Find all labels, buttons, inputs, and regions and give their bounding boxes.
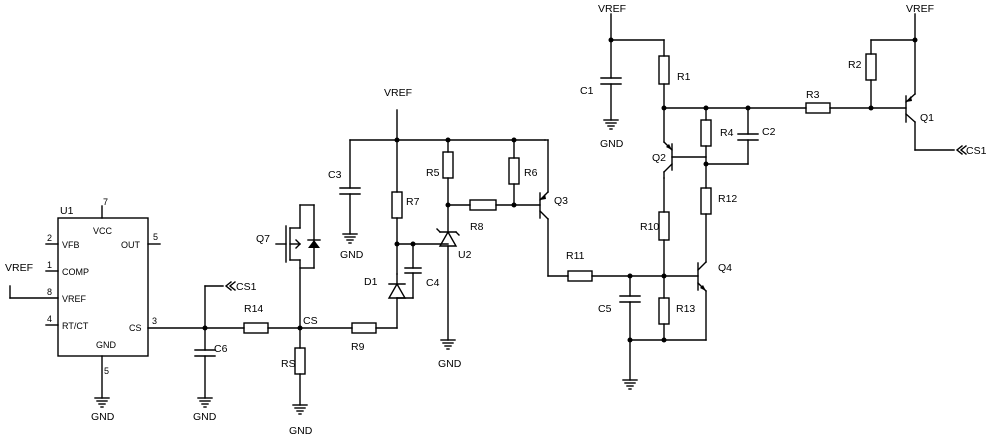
u1-pin-gnd: GND: [96, 340, 117, 350]
capacitor-c5: C5: [598, 275, 641, 381]
label-r14: R14: [244, 303, 263, 315]
resistor-r11: R11: [566, 250, 593, 282]
cs1-output-right: CS1: [955, 145, 987, 157]
resistor-rs: RS: [281, 327, 306, 406]
capacitor-c6: C6: [194, 327, 228, 399]
net-vref-top-right: VREF: [598, 3, 626, 15]
resistor-r9: R9: [351, 322, 377, 353]
label-r4: R4: [720, 127, 734, 139]
label-rs: RS: [281, 358, 296, 370]
ground-symbol-c1: GND: [600, 119, 624, 150]
capacitor-c4: C4: [396, 243, 440, 299]
transistor-q2: Q2: [652, 107, 707, 179]
label-r8: R8: [470, 221, 484, 233]
label-r2: R2: [848, 59, 862, 71]
label-q2: Q2: [652, 152, 666, 164]
label-r3: R3: [806, 89, 820, 101]
resistor-r6: R6: [508, 139, 538, 206]
u1-pin-rtct: RT/CT: [62, 321, 89, 331]
resistor-r14: R14: [243, 303, 269, 334]
label-q4: Q4: [718, 262, 732, 274]
resistor-r8: R8: [469, 199, 497, 233]
label-u2: U2: [458, 249, 472, 261]
u1-pin-out-number: 5: [153, 232, 158, 242]
label-r11: R11: [566, 250, 585, 262]
u1-pin-cs: CS: [129, 323, 142, 333]
label-r9: R9: [351, 341, 365, 353]
resistor-r1: R1: [658, 39, 691, 109]
resistor-r2: R2: [848, 39, 877, 109]
u1-pin-vref-number: 8: [47, 287, 52, 297]
label-c5: C5: [598, 303, 612, 315]
u1-pin-rtct-number: 4: [47, 314, 52, 324]
ground-symbol-c6: GND: [193, 397, 217, 423]
capacitor-c1: C1: [580, 39, 622, 121]
u1-pin-vref: VREF: [62, 294, 87, 304]
resistor-r3: R3: [805, 89, 831, 114]
ground-symbol-rs: GND: [289, 404, 313, 437]
label-c1: C1: [580, 85, 594, 97]
ground-label-u2: GND: [438, 358, 462, 370]
resistor-r13: R13: [658, 275, 695, 341]
ground-symbol-c5: [622, 379, 638, 390]
transistor-q3: Q3: [539, 139, 568, 277]
label-r6: R6: [524, 167, 538, 179]
u1-pin-comp-number: 1: [47, 260, 52, 270]
transistor-q1: Q1: [905, 39, 934, 151]
ground-label-c1: GND: [600, 138, 624, 150]
resistor-r12: R12: [700, 163, 737, 215]
u1-pin-vcc-number: 7: [103, 197, 108, 207]
ground-label-u1: GND: [91, 411, 115, 423]
u1-pin-vfb-number: 2: [47, 233, 52, 243]
resistor-r5: R5: [426, 139, 454, 233]
label-q3: Q3: [554, 195, 568, 207]
resistor-r7: R7: [391, 139, 420, 245]
u1-pin-vcc: VCC: [93, 226, 113, 236]
net-cs-node: CS: [303, 315, 318, 327]
u1-label: U1: [60, 205, 74, 217]
label-r10: R10: [640, 221, 659, 233]
label-c6: C6: [214, 343, 228, 355]
u1-pin-vfb: VFB: [62, 240, 80, 250]
label-c3: C3: [328, 169, 342, 181]
label-r7: R7: [406, 196, 420, 208]
ground-label-c3: GND: [340, 249, 364, 261]
net-vref-top: VREF: [384, 87, 412, 99]
label-c4: C4: [426, 277, 440, 289]
label-r1: R1: [677, 71, 691, 83]
shunt-regulator-u2: U2: [436, 228, 472, 341]
u1-controller-ic: U1 7 VCC 2 VFB 5 OUT 1 COMP 8 VREF VREF …: [5, 197, 206, 399]
ground-label-rs: GND: [289, 425, 313, 437]
ground-symbol-u2: GND: [438, 339, 462, 370]
label-q1: Q1: [920, 112, 934, 124]
u1-pin-cs-number: 3: [152, 316, 157, 326]
net-cs1-left: CS1: [236, 281, 257, 293]
label-r12: R12: [718, 193, 737, 205]
resistor-r10: R10: [640, 177, 670, 277]
ground-label-c6: GND: [193, 411, 217, 423]
diode-d1: D1: [364, 243, 407, 299]
u1-pin-gnd-number: 5: [104, 366, 109, 376]
label-d1: D1: [364, 276, 378, 288]
u1-pin-comp: COMP: [62, 267, 89, 277]
net-cs1-right: CS1: [966, 145, 987, 157]
label-q7: Q7: [256, 233, 270, 245]
resistor-r4: R4: [700, 107, 734, 165]
label-r13: R13: [676, 303, 695, 315]
net-vref-r2: VREF: [906, 3, 934, 15]
capacitor-c3: C3: [328, 139, 361, 235]
u1-pin-out: OUT: [121, 240, 141, 250]
ground-symbol-c3: GND: [340, 233, 364, 261]
capacitor-c2: C2: [737, 107, 776, 165]
net-vref-u1: VREF: [5, 262, 33, 274]
ground-symbol-u1: GND: [91, 397, 115, 423]
mosfet-q7: Q7: [256, 204, 321, 329]
transistor-q4: Q4: [697, 213, 732, 341]
cs1-input-left: CS1: [204, 281, 257, 329]
label-c2: C2: [762, 126, 776, 138]
label-r5: R5: [426, 167, 440, 179]
